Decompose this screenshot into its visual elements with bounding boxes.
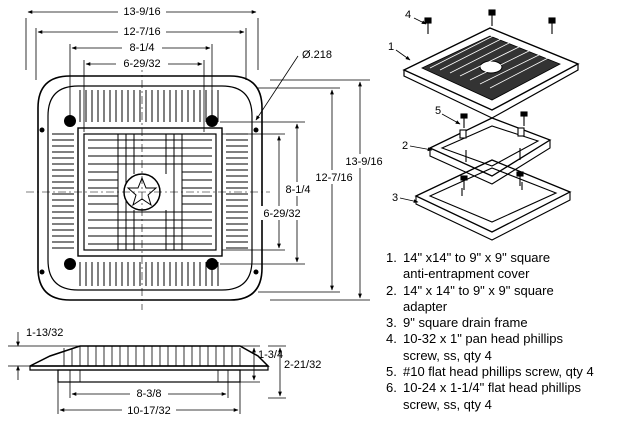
part-item: 4. 10-32 x 1" pan head phillips screw, s… (386, 331, 626, 364)
center-grate-inner (83, 133, 217, 251)
callout-1: 1 (388, 41, 394, 53)
exploded-view (402, 9, 580, 241)
top-view (26, 64, 270, 310)
callout-5: 5 (435, 105, 441, 117)
part-number: 3. (386, 315, 397, 331)
callout-2: 2 (402, 140, 408, 152)
top-slots (79, 90, 219, 122)
exploded-callouts (395, 17, 461, 203)
hole-leader (255, 55, 299, 121)
part-line: adapter (403, 298, 448, 314)
exploded-frame (414, 159, 572, 241)
dim-center-height: 8-1/4 (285, 184, 310, 196)
part-number: 4. (386, 331, 397, 347)
frame-screws (460, 171, 524, 190)
part-line: 10-24 x 1-1/4" flat head phillips (403, 380, 582, 396)
side-body (57, 369, 241, 383)
part-number: 2. (386, 282, 397, 298)
side-view-dimension-labels: 1-13/32 1-3/4 2-21/32 8-3/8 10-17/32 (26, 327, 321, 417)
part-number: 6. (386, 380, 397, 396)
part-line: screw, ss, qty 4 (403, 347, 492, 363)
part-line: 14" x 14" to 9" x 9" square (403, 282, 554, 298)
dim-inner-height: 12-7/16 (315, 172, 352, 184)
part-number: 5. (386, 364, 397, 380)
side-view (29, 345, 270, 383)
dim-body-depth: 1-3/4 (258, 349, 283, 361)
dim-flange-thickness: 1-13/32 (26, 327, 63, 339)
left-slots (52, 133, 74, 249)
parts-list: 1. 14" x14" to 9" x 9" square anti-entra… (386, 250, 626, 413)
cover-screws (424, 9, 556, 34)
part-line: anti-entrapment cover (403, 266, 530, 282)
bottom-slots (79, 262, 219, 286)
exploded-adapter (428, 117, 552, 185)
dim-side-outer-width: 10-17/32 (127, 405, 170, 417)
part-line: 10-32 x 1" pan head phillips (403, 331, 564, 347)
dim-hole-diameter: Ø.218 (302, 49, 332, 61)
part-item: 6. 10-24 x 1-1/4" flat head phillips scr… (386, 380, 626, 413)
part-line: #10 flat head phillips screw, qty 4 (403, 364, 594, 380)
dim-inner-width: 12-7/16 (123, 26, 160, 38)
part-line: 14" x14" to 9" x 9" square (403, 250, 551, 265)
cover-outline (37, 75, 263, 301)
right-slots (226, 133, 248, 249)
dim-overall-depth: 2-21/32 (284, 359, 321, 371)
part-item: 3. 9" square drain frame (386, 315, 626, 331)
part-item: 1. 14" x14" to 9" x 9" square anti-entra… (386, 250, 626, 283)
part-line: 9" square drain frame (403, 315, 528, 331)
adapter-screws (460, 111, 528, 162)
dim-overall-height: 13-9/16 (345, 156, 382, 168)
callout-4: 4 (405, 9, 411, 21)
dim-center-width: 8-1/4 (129, 42, 154, 54)
dim-grate-width: 6-29/32 (123, 58, 160, 70)
center-lines (26, 64, 270, 310)
side-view-dimensions (8, 332, 286, 414)
top-view-dimension-labels: 13-9/16 12-7/16 8-1/4 6-29/32 Ø.218 13-9… (116, 4, 388, 220)
exploded-cover (402, 27, 580, 119)
dim-overall-width: 13-9/16 (123, 6, 160, 18)
part-item: 5. #10 flat head phillips screw, qty 4 (386, 364, 626, 380)
dim-side-inner-width: 8-3/8 (136, 388, 161, 400)
inner-frame (47, 85, 253, 291)
part-item: 2. 14" x 14" to 9" x 9" square adapter (386, 283, 626, 316)
callout-3: 3 (392, 192, 398, 204)
part-number: 1. (386, 250, 397, 265)
part-line: screw, ss, qty 4 (403, 396, 492, 412)
dim-grate-height: 6-29/32 (263, 208, 300, 220)
exploded-callout-labels: 4 1 5 2 3 (388, 9, 441, 204)
